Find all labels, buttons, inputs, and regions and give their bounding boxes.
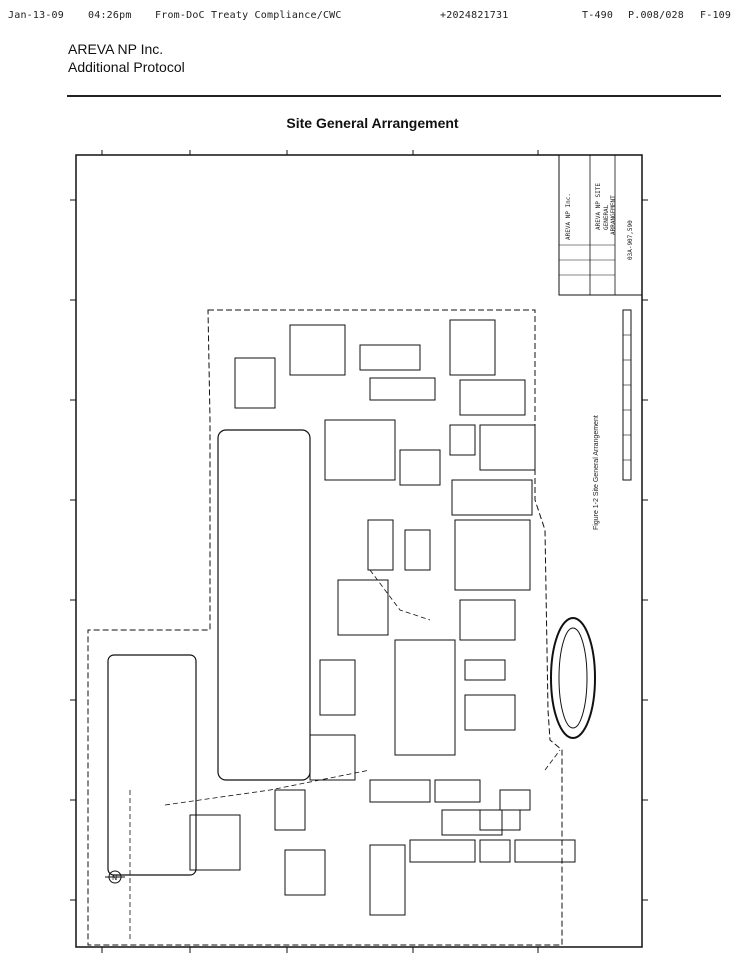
title-block-line4: ARRANGEMENT xyxy=(610,195,617,235)
title-block-line1: AREVA NP Inc. xyxy=(565,193,572,240)
company-heading: AREVA NP Inc. Additional Protocol xyxy=(68,40,185,76)
figure-caption: Figure 1-2 Site General Arrangement xyxy=(593,415,600,530)
company-subtitle: Additional Protocol xyxy=(68,59,185,75)
site-boundary xyxy=(87,309,563,946)
title-block-line3: GENERAL xyxy=(603,204,610,230)
fax-form: F-109 xyxy=(700,10,732,21)
fax-from: From-DoC Treaty Compliance/CWC xyxy=(155,10,342,21)
title-block-drawing-number: 03A-907,590 xyxy=(627,220,634,260)
fax-phone: +2024821731 xyxy=(440,10,509,21)
fax-page: P.008/028 xyxy=(628,10,684,21)
page-title: Site General Arrangement xyxy=(286,115,459,131)
title-block-line2: AREVA NP SITE xyxy=(595,183,602,230)
header-rule xyxy=(67,95,721,97)
company-name: AREVA NP Inc. xyxy=(68,41,164,57)
large-lot-south xyxy=(107,654,197,876)
site-plan-drawing: AREVA NP Inc. AREVA NP SITE GENERAL ARRA… xyxy=(70,150,648,953)
buildings xyxy=(189,319,576,916)
oval-track xyxy=(550,617,596,739)
frame-ticks xyxy=(70,150,648,953)
north-arrow-icon: N xyxy=(105,870,125,884)
large-lot-north xyxy=(217,429,311,781)
roads xyxy=(129,569,561,940)
north-arrow-label: N xyxy=(112,874,117,882)
title-block: AREVA NP Inc. AREVA NP SITE GENERAL ARRA… xyxy=(558,154,643,296)
fax-time: 04:26pm xyxy=(88,10,132,21)
scale-bar xyxy=(622,309,632,481)
fax-header: Jan-13-09 04:26pm From-DoC Treaty Compli… xyxy=(0,10,745,26)
drawing-frame xyxy=(75,154,643,948)
fax-date: Jan-13-09 xyxy=(8,10,64,21)
oval-track-inner xyxy=(558,627,588,729)
fax-job: T-490 xyxy=(582,10,614,21)
